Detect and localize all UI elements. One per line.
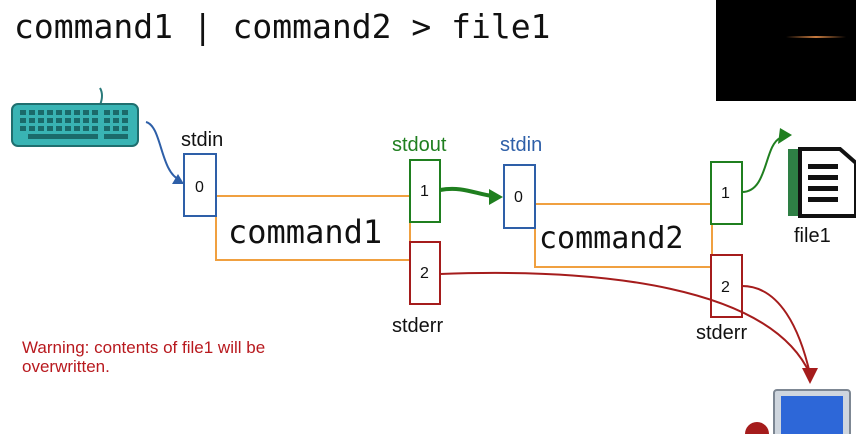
file-arrowhead: [778, 128, 792, 144]
keyboard-icon: [11, 87, 139, 147]
stderr-label-right: stderr: [696, 322, 747, 344]
file-arrow: [741, 137, 781, 193]
page-title: command1 | command2 > file1: [14, 7, 550, 46]
stdout-label: stdout: [392, 134, 447, 156]
stderr-arrowhead: [802, 368, 818, 384]
monitor-icon: [745, 389, 851, 434]
video-line: [786, 36, 846, 38]
c2-stdout-fd: 1: [721, 185, 730, 202]
stdin-arrowhead: [172, 174, 184, 184]
pipe-arrow: [439, 186, 493, 198]
stdin-arrow: [145, 121, 181, 181]
c1-stdin-fd: 0: [195, 179, 204, 196]
document-icon: [788, 147, 856, 218]
stderr-arrow-2: [741, 285, 811, 375]
command2-box: [534, 203, 713, 268]
c2-stdin-fd: 0: [514, 189, 523, 206]
file-label: file1: [794, 225, 831, 247]
stderr-label-left: stderr: [392, 315, 443, 337]
command2-label: command2: [539, 221, 684, 256]
c2-stderr-box: [710, 254, 743, 318]
warning-text: Warning: contents of file1 will be overw…: [22, 338, 266, 376]
video-thumbnail: [716, 0, 856, 101]
c1-stdout-fd: 1: [420, 183, 429, 200]
c1-stderr-box: [409, 241, 441, 305]
c1-stderr-fd: 2: [420, 265, 429, 282]
command1-label: command1: [228, 213, 382, 251]
c2-stdin-box: [503, 164, 536, 229]
pipe-arrowhead: [489, 189, 503, 205]
stdin-label-left: stdin: [181, 129, 223, 151]
c2-stderr-fd: 2: [721, 279, 730, 296]
stderr-arrow-1: [439, 271, 811, 375]
c1-stdin-box: [183, 153, 217, 217]
c1-stdout-box: [409, 159, 441, 223]
stdin-label-right: stdin: [500, 134, 542, 156]
command1-box: [215, 195, 411, 261]
